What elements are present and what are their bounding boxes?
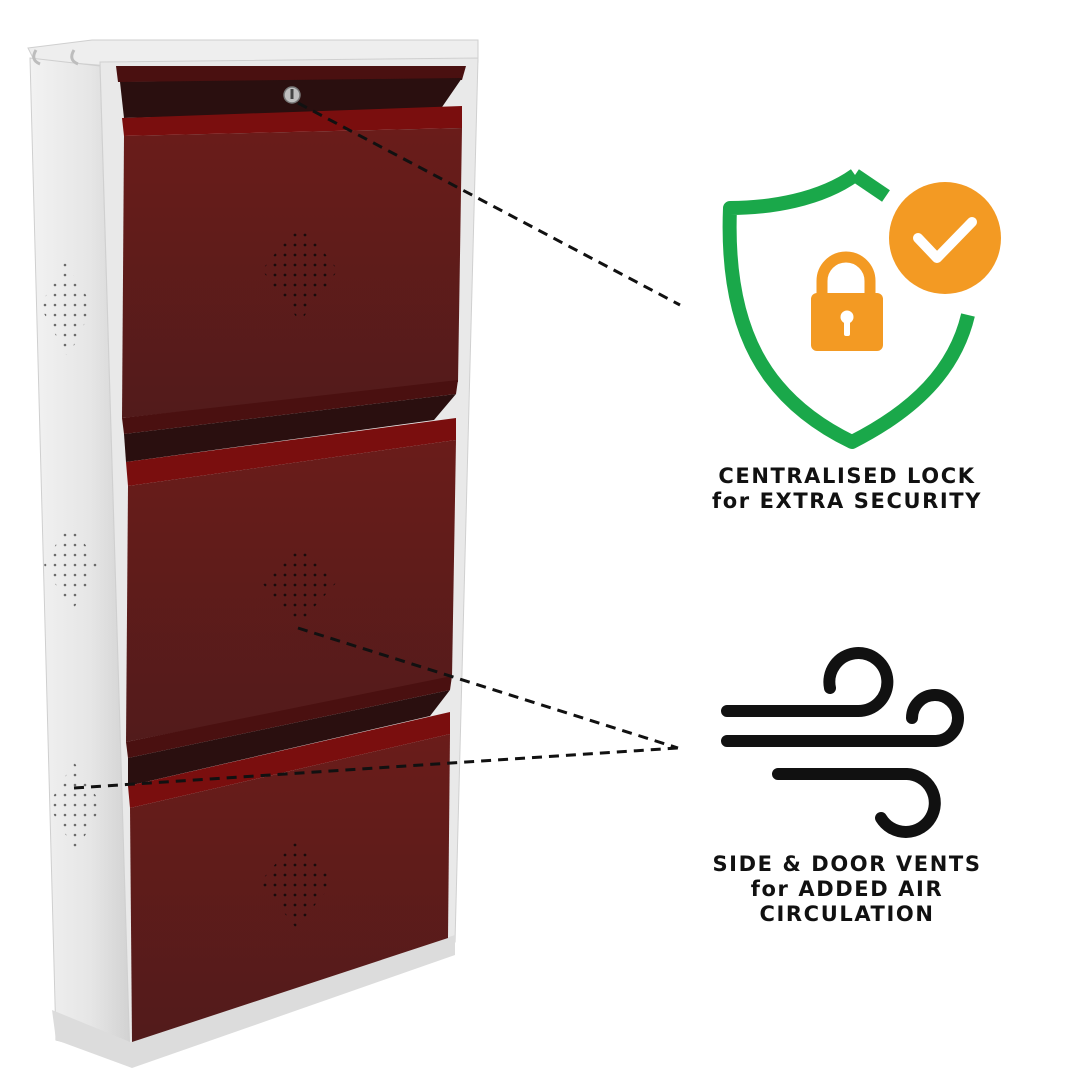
hook-icon (32, 49, 41, 66)
door-slot (128, 690, 450, 786)
door-vent (262, 545, 336, 625)
side-vent (48, 762, 102, 852)
caption-vents-line2: for ADDED AIR (750, 877, 944, 901)
door-middle (122, 380, 458, 742)
door-vent (260, 840, 334, 928)
door-top (116, 66, 466, 418)
shoe-cabinet (27, 39, 479, 1068)
door-slot (124, 394, 456, 462)
caption-vents-line1: SIDE & DOOR VENTS (712, 852, 982, 876)
side-vent (40, 262, 93, 358)
door-vent (262, 222, 338, 322)
shield-lock-check-icon (722, 169, 1001, 449)
callout-line-door-vent (297, 626, 679, 750)
door-bottom (126, 676, 452, 1042)
callout-line-lock (297, 101, 681, 307)
side-vent (44, 520, 98, 612)
callout-lines (73, 101, 681, 790)
shield-icon (722, 169, 975, 449)
hook-icon (70, 49, 79, 66)
wind-icon (721, 647, 964, 838)
caption-centralised-lock: CENTRALISED LOCK for EXTRA SECURITY (687, 464, 1007, 514)
padlock-icon (811, 251, 883, 351)
caption-lock-line1: CENTRALISED LOCK (718, 464, 976, 488)
door-lip (128, 712, 450, 808)
caption-lock-line2: for EXTRA SECURITY (711, 489, 983, 513)
checkmark-badge-icon (889, 182, 1001, 294)
door-lip (126, 418, 456, 486)
caption-vents-line3: CIRCULATION (759, 902, 935, 926)
door-lip (122, 106, 462, 136)
caption-side-door-vents: SIDE & DOOR VENTS for ADDED AIR CIRCULAT… (687, 852, 1007, 927)
